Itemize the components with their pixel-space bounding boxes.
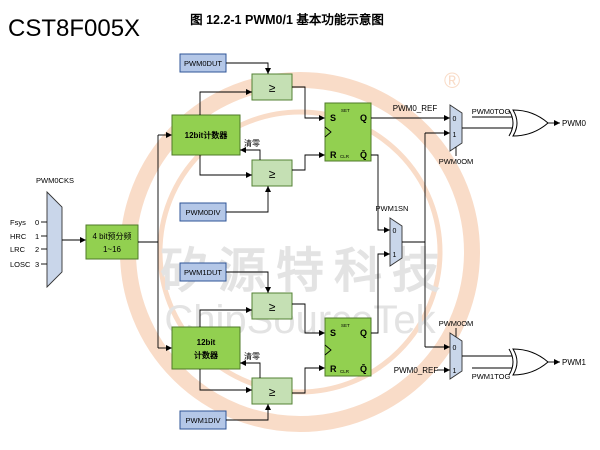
pwm0-sr-q: Q (360, 113, 367, 123)
clock-input-index-3: 3 (35, 260, 39, 269)
pwm0-ref-label-bottom: PWM0_REF (394, 366, 439, 375)
clock-input-hrc: HRC (10, 232, 27, 241)
pwm0-output-mux-body (449, 104, 463, 152)
wire-pwm0-clear (240, 147, 261, 160)
pwm0-sr-clr: CLR (340, 154, 350, 159)
prescaler-label: 4 bit预分频 (92, 231, 131, 241)
clock-input-losc: LOSC (10, 260, 31, 269)
pwm0-sr-qbar: Q̄ (360, 150, 367, 160)
pwm1-output-mux-input-0: 0 (453, 345, 457, 352)
output-stage: PWM0_REF PWM1SN 0 1 0 1 PWM0OM PWM0TOG P… (371, 104, 587, 381)
pwm1-output-mux-input-1: 1 (453, 368, 457, 375)
wire-pwm0-period-to-reset (292, 152, 325, 171)
clock-mux-label: PWM0CKS (36, 176, 74, 185)
pwm0-ref-label-top: PWM0_REF (393, 104, 438, 113)
clock-input-index-1: 1 (35, 232, 39, 241)
pwm0-output-mux-label: PWM0OM (439, 157, 474, 166)
pwm0-duty-comparator-symbol: ≥ (269, 81, 276, 95)
pwm1-sr-clock-notch (324, 344, 332, 356)
pwm0-sr-r: R (330, 150, 337, 160)
sn-mux-body (389, 217, 403, 267)
wire-pwm0-div-to-comparator (226, 186, 271, 213)
pwm1-sr-clr: CLR (340, 369, 350, 374)
watermark-ring-inner (157, 109, 443, 395)
wire-pwm1-duty-to-set (292, 303, 325, 336)
pwm0-div-label: PWM0DIV (185, 208, 220, 217)
wire-pwm1-dut-to-comparator (226, 271, 271, 293)
pwm1-channel: PWM1DUT ≥ 12bit 计数器 ≥ PWM1DIV 清零 S SET Q… (171, 262, 372, 430)
pwm0-period-comparator-symbol: ≥ (269, 167, 276, 181)
pwm1-output-mux-label: PWM0OM (439, 319, 474, 328)
sn-mux-label: PWM1SN (376, 204, 409, 213)
pwm1-period-comparator-symbol: ≥ (269, 385, 276, 399)
clock-input-lrc: LRC (10, 245, 26, 254)
prescaler-range: 1~16 (103, 245, 122, 254)
wire-pwm1-counter-to-period-comparator (199, 369, 252, 393)
clock-source-mux: PWM0CKS Fsys 0 HRC 1 LRC 2 LOSC 3 (10, 176, 74, 289)
pwm0-sr-flipflop (324, 102, 372, 162)
pwm1-sr-s: S (330, 328, 336, 338)
pwm1-counter-label-name: 计数器 (194, 350, 219, 360)
pwm1-duty-comparator (251, 292, 293, 320)
pwm0-output-mux-input-0: 0 (453, 116, 457, 123)
figure-title: 图 12.2-1 PWM0/1 基本功能示意图 (190, 12, 384, 27)
pwm0-output-label: PWM0 (562, 119, 587, 128)
pwm1-output-mux-body (449, 332, 463, 380)
pwm0-sr-s: S (330, 113, 336, 123)
pwm1-counter-label-bits: 12bit (197, 338, 216, 347)
pwm1-xor-gate (512, 348, 549, 376)
pwm1-sr-set: SET (341, 323, 350, 328)
watermark-registered-mark: ® (444, 68, 460, 93)
pwm0-xor-gate (512, 109, 549, 137)
wire-pwm1-q-to-sn-mux (371, 251, 390, 334)
pwm1-sr-qbar: Q̄ (360, 364, 367, 374)
watermark: ® 矽源特科技 ChipSourceTek (120, 68, 480, 432)
sn-mux-input-1: 1 (393, 252, 397, 259)
clock-input-fsys: Fsys (10, 218, 26, 227)
prescaler-box (85, 224, 139, 260)
prescaler-block: 4 bit预分频 1~16 (85, 224, 139, 260)
pwm1-duty-comparator-symbol: ≥ (269, 300, 276, 314)
wire-pwm1-div-to-comparator (226, 404, 271, 421)
sn-mux-input-0: 0 (393, 228, 397, 235)
pwm1-tog-label: PWM1TOG (472, 372, 511, 381)
pwm0-dut-label: PWM0DUT (184, 59, 222, 68)
pwm0-period-comparator (251, 159, 293, 187)
clock-mux-body (46, 190, 63, 289)
pwm1-div-label: PWM1DIV (185, 416, 220, 425)
wire-pwm0-counter-to-period-comparator (199, 155, 252, 178)
pwm1-dut-label: PWM1DUT (184, 268, 222, 277)
wire-pwm0-qbar-to-sn-mux (371, 154, 390, 233)
pwm0-tog-label: PWM0TOG (472, 107, 511, 116)
pwm0-xor-gate-back (508, 109, 514, 137)
wire-pwm1-clear (240, 360, 261, 378)
pwm1-clear-label: 清零 (244, 351, 260, 361)
wire-pwm1-period-to-reset (292, 365, 325, 394)
wire-pwm0-dut-to-comparator (226, 62, 271, 74)
pwm0-channel: PWM0DUT ≥ 12bit计数器 ≥ PWM0DIV 清零 S SET Q … (171, 53, 372, 222)
pwm0-clear-label: 清零 (244, 138, 260, 148)
pwm1-sr-q: Q (360, 328, 367, 338)
pwm1-period-comparator (251, 377, 293, 405)
pwm1-output-label: PWM1 (562, 358, 587, 367)
pwm1-sr-flipflop (324, 317, 372, 377)
pwm0-output-mux-input-1: 1 (453, 132, 457, 139)
pwm0-counter (171, 114, 241, 156)
pwm1-counter (171, 326, 241, 370)
pwm0-counter-label: 12bit计数器 (185, 130, 229, 140)
wire-pwm0-counter-to-duty-comparator (199, 89, 252, 115)
wire-pwm0-duty-to-set (292, 86, 325, 121)
clock-input-index-2: 2 (35, 245, 39, 254)
wire-pwm1-counter-to-duty-comparator (199, 307, 252, 327)
pwm0-sr-clock-notch (324, 126, 332, 138)
chip-model: CST8F005X (8, 15, 140, 42)
pwm1-sr-r: R (330, 364, 337, 374)
pwm1-xor-gate-back (508, 348, 514, 376)
clock-input-index-0: 0 (35, 218, 39, 227)
pwm0-sr-set: SET (341, 108, 350, 113)
